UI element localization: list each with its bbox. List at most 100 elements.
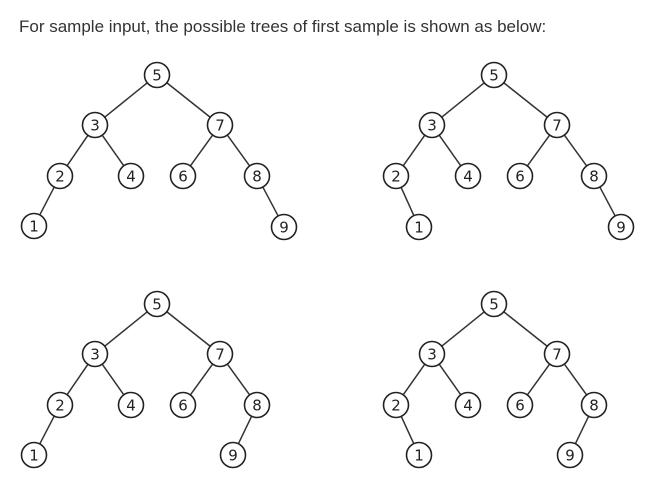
node-label: 4 — [463, 168, 473, 186]
tree-2: 5 3 7 2 4 6 8 1 9 — [382, 61, 635, 241]
node-circle — [480, 61, 508, 89]
node-circle — [556, 441, 584, 469]
edge-5-3 — [104, 311, 148, 347]
edge-7-6 — [526, 363, 551, 396]
node-label: 2 — [391, 168, 401, 186]
node-circle — [169, 391, 197, 419]
tree-3: 5 3 7 2 4 6 8 1 9 — [20, 290, 271, 469]
node-circle — [580, 391, 608, 419]
edge-3-4 — [101, 134, 125, 167]
node-label: 5 — [489, 296, 499, 314]
edge-3-4 — [438, 134, 462, 167]
node-2: 2 — [382, 391, 410, 419]
node-2: 2 — [382, 162, 410, 190]
node-label: 6 — [178, 397, 188, 415]
edge-8-9 — [574, 415, 590, 445]
edge-3-2 — [402, 134, 426, 167]
node-2: 2 — [46, 391, 74, 419]
node-4: 4 — [454, 391, 482, 419]
edge-7-6 — [526, 134, 551, 167]
node-label: 7 — [552, 117, 562, 135]
node-label: 7 — [215, 117, 225, 135]
node-circle — [243, 162, 271, 190]
node-7: 7 — [206, 340, 234, 368]
edge-5-7 — [503, 82, 548, 118]
node-circle — [117, 391, 145, 419]
node-3: 3 — [418, 111, 446, 139]
edge-7-6 — [189, 134, 214, 167]
node-circle — [543, 111, 571, 139]
node-2: 2 — [46, 162, 74, 190]
edge-2-1 — [39, 415, 55, 445]
node-label: 5 — [152, 296, 162, 314]
node-label: 8 — [589, 397, 599, 415]
node-circle — [81, 340, 109, 368]
node-label: 9 — [279, 219, 289, 237]
node-circle — [506, 391, 534, 419]
node-circle — [480, 290, 508, 318]
node-label: 2 — [391, 397, 401, 415]
node-circle — [607, 213, 635, 241]
node-circle — [117, 162, 145, 190]
node-1: 1 — [20, 212, 48, 240]
node-circle — [20, 441, 48, 469]
edge-7-8 — [563, 363, 588, 396]
node-3: 3 — [418, 340, 446, 368]
node-6: 6 — [506, 391, 534, 419]
node-label: 5 — [489, 67, 499, 85]
node-9: 9 — [219, 441, 247, 469]
node-label: 4 — [126, 397, 136, 415]
node-circle — [20, 212, 48, 240]
node-label: 8 — [252, 397, 262, 415]
node-8: 8 — [243, 162, 271, 190]
edge-7-6 — [189, 363, 214, 396]
node-6: 6 — [506, 162, 534, 190]
node-7: 7 — [206, 111, 234, 139]
node-8: 8 — [580, 391, 608, 419]
node-7: 7 — [543, 340, 571, 368]
node-label: 5 — [152, 67, 162, 85]
node-1: 1 — [405, 441, 433, 469]
node-circle — [580, 162, 608, 190]
node-label: 6 — [515, 168, 525, 186]
node-label: 9 — [616, 219, 626, 237]
node-circle — [206, 111, 234, 139]
node-label: 9 — [228, 447, 238, 465]
node-label: 7 — [552, 346, 562, 364]
node-1: 1 — [20, 441, 48, 469]
node-8: 8 — [243, 391, 271, 419]
caption: For sample input, the possible trees of … — [19, 17, 547, 36]
node-label: 3 — [90, 346, 100, 364]
edge-8-9 — [237, 415, 253, 445]
edge-3-4 — [101, 363, 125, 396]
node-3: 3 — [81, 340, 109, 368]
node-circle — [454, 391, 482, 419]
node-circle — [81, 111, 109, 139]
node-4: 4 — [117, 391, 145, 419]
node-circle — [543, 340, 571, 368]
node-circle — [382, 162, 410, 190]
node-label: 6 — [515, 397, 525, 415]
node-9: 9 — [607, 213, 635, 241]
node-circle — [143, 61, 171, 89]
node-label: 1 — [29, 447, 39, 465]
node-label: 6 — [178, 168, 188, 186]
edge-3-4 — [438, 363, 462, 396]
node-circle — [418, 340, 446, 368]
node-8: 8 — [580, 162, 608, 190]
edge-5-7 — [166, 82, 211, 118]
node-label: 1 — [414, 219, 424, 237]
node-circle — [46, 391, 74, 419]
edge-3-2 — [66, 134, 89, 167]
edge-7-8 — [226, 363, 251, 396]
edge-3-2 — [66, 363, 89, 396]
node-6: 6 — [169, 162, 197, 190]
edge-5-3 — [441, 82, 485, 118]
node-circle — [243, 391, 271, 419]
edge-2-1 — [400, 416, 415, 444]
edge-7-8 — [226, 134, 251, 167]
edge-7-8 — [563, 134, 588, 167]
